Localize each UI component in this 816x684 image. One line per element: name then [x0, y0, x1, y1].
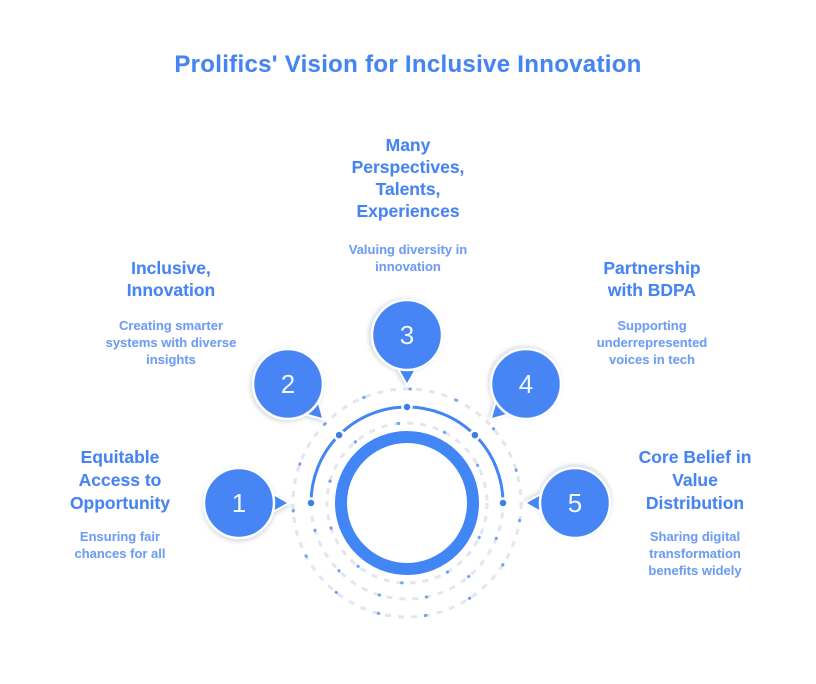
bubble-4-circle [489, 347, 563, 421]
bubble-5-circle [538, 466, 612, 540]
node-dot-2 [333, 429, 345, 441]
bubble-1-circle [202, 466, 276, 540]
bubble-4 [489, 347, 563, 421]
bubble-5-number: 5 [567, 488, 583, 518]
dashed-ring-inner [325, 421, 489, 585]
node-dots [305, 401, 509, 509]
bubble-5 [523, 466, 612, 540]
dashed-ring-mid-bottom [309, 502, 505, 601]
node-dot-3 [401, 401, 413, 413]
center-ring [335, 431, 479, 575]
node-dot-5 [497, 497, 509, 509]
page-title: Prolifics' Vision for Inclusive Innovati… [174, 51, 642, 78]
node-dot-1 [305, 497, 317, 509]
bubble-1-number: 1 [231, 488, 247, 518]
bubble-2-circle [251, 347, 325, 421]
bubble-3-number: 3 [399, 320, 415, 350]
dashed-ring-outer [291, 387, 523, 619]
bubble-1 [202, 466, 291, 540]
node-dot-4 [469, 429, 481, 441]
dashed-rings [291, 387, 523, 619]
bubble-2-number: 2 [280, 369, 296, 399]
bubble-4-number: 4 [518, 369, 534, 399]
bubble-3 [370, 298, 444, 387]
item-2-heading: Inclusive,Innovation [126, 258, 216, 300]
bubble-2 [251, 347, 325, 421]
bubble-3-circle [370, 298, 444, 372]
